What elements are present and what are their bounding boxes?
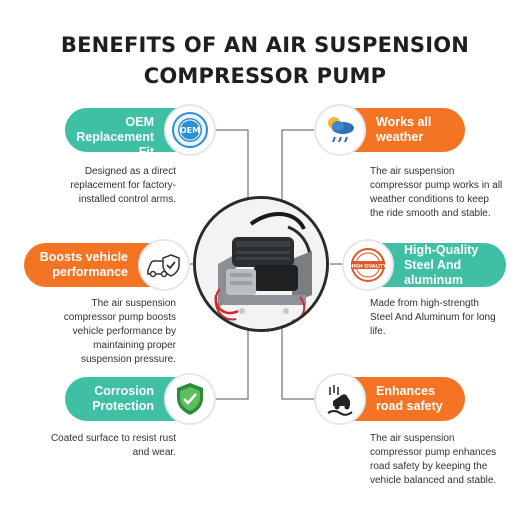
benefit-label-line1: Corrosion <box>94 384 154 398</box>
benefit-label-line1: Enhances <box>376 384 436 398</box>
quality-stamp-text: HIGH QUALITY <box>350 264 388 270</box>
benefit-desc-performance: The air suspension compressor pump boost… <box>40 297 176 367</box>
product-image <box>193 196 329 332</box>
benefit-label: Corrosion Protection <box>92 384 154 414</box>
benefit-pill-high-quality-steel: High-Quality Steel And aluminum HIGH QUA… <box>342 239 506 291</box>
desc-line: Steel And Aluminum for long <box>370 312 496 323</box>
desc-line: vehicle balanced and stable. <box>370 475 497 486</box>
desc-line: compressor pump boosts <box>63 312 176 323</box>
benefit-pill-boosts-performance: Boosts vehicle performance <box>24 239 190 291</box>
quality-stamp-icon: HIGH QUALITY <box>342 239 394 291</box>
benefit-desc-weather: The air suspension compressor pump works… <box>370 165 528 221</box>
desc-line: life. <box>370 326 386 337</box>
desc-line: The air suspension <box>91 298 177 309</box>
benefit-desc-road-safety: The air suspension compressor pump enhan… <box>370 432 528 488</box>
page-title-line2: COMPRESSOR PUMP <box>143 64 387 88</box>
benefit-label-line1: Boosts vehicle <box>39 250 128 264</box>
benefit-label-line2: Protection <box>92 399 154 413</box>
desc-line: maintaining proper <box>93 340 176 351</box>
desc-line: suspension pressure. <box>80 354 176 365</box>
benefit-label: Boosts vehicle performance <box>40 250 128 280</box>
benefit-pill-corrosion-protection: Corrosion Protection <box>65 373 216 425</box>
benefit-desc-corrosion: Coated surface to resist rust and wear. <box>36 432 176 460</box>
slippery-road-icon <box>314 373 366 425</box>
desc-line: installed control arms. <box>78 194 176 205</box>
benefit-pill-works-all-weather: Works all weather <box>314 104 465 156</box>
desc-line: Made from high-strength <box>370 298 479 309</box>
benefit-label-line1: High-Quality <box>404 243 479 257</box>
benefit-label: Works all weather <box>376 115 431 145</box>
benefit-pill-enhances-road-safety: Enhances road safety <box>314 373 465 425</box>
desc-line: The air suspension <box>370 166 455 177</box>
benefit-label-line3: aluminum <box>404 273 464 287</box>
oem-badge-icon: OEM <box>164 104 216 156</box>
desc-line: vehicle performance by <box>72 326 176 337</box>
desc-line: weather conditions to keep <box>370 194 489 205</box>
benefit-label-line2: weather <box>376 130 424 144</box>
desc-line: the ride smooth and stable. <box>370 208 491 219</box>
shield-check-icon <box>164 373 216 425</box>
benefit-desc-steel: Made from high-strength Steel And Alumin… <box>370 297 528 339</box>
desc-line: Coated surface to resist rust <box>50 433 176 444</box>
desc-line: The air suspension <box>370 433 455 444</box>
weather-icon <box>314 104 366 156</box>
benefit-label: High-Quality Steel And aluminum <box>404 243 478 288</box>
desc-line: compressor pump works in all <box>370 180 503 191</box>
benefit-label-line2: Steel And <box>404 258 462 272</box>
benefit-label: OEM Replacement Fit <box>65 115 154 160</box>
desc-line: Designed as a direct <box>84 166 176 177</box>
desc-line: replacement for factory- <box>70 180 176 191</box>
desc-line: compressor pump enhances <box>370 447 497 458</box>
benefit-label-line1: Works all <box>376 115 432 129</box>
benefit-label-line2: road safety <box>376 399 443 413</box>
benefit-pill-oem-replacement-fit: OEM Replacement Fit OEM <box>65 104 216 159</box>
benefit-label: Enhances road safety <box>376 384 443 414</box>
benefit-label-line1: OEM <box>125 115 154 129</box>
air-compressor-illustration <box>196 199 326 329</box>
benefit-label-line2: performance <box>52 265 128 279</box>
oem-badge-text: OEM <box>180 126 200 135</box>
car-shield-icon <box>138 239 190 291</box>
desc-line: road safety by keeping the <box>370 461 488 472</box>
desc-line: and wear. <box>132 447 176 458</box>
page-title-line1: BENEFITS OF AN AIR SUSPENSION <box>60 33 470 57</box>
benefit-label-line2: Replacement Fit <box>76 130 154 159</box>
benefit-desc-oem: Designed as a direct replacement for fac… <box>45 165 176 207</box>
